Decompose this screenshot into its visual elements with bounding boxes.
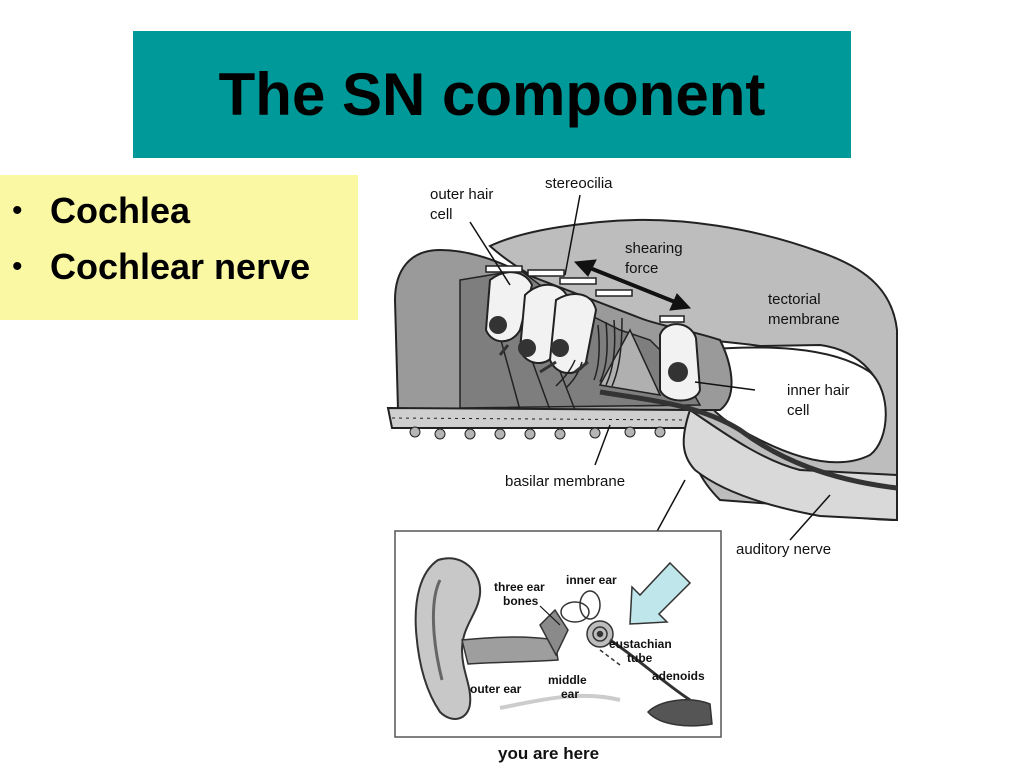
middle-inner-ear-structures — [539, 590, 713, 727]
label-stereocilia: stereocilia — [545, 175, 613, 192]
label-shearing-force: force — [625, 260, 658, 277]
label-basilar-membrane: basilar membrane — [505, 473, 625, 490]
outer-hair-cell-nucleus — [518, 339, 536, 357]
label-eustachian-tube: tube — [627, 651, 653, 665]
label-three-ear-bones: three ear — [494, 580, 545, 594]
label-outer-hair-cell: outer hair — [430, 186, 493, 203]
label-inner-hair-cell: inner hair — [787, 382, 850, 399]
label-inner-ear: inner ear — [566, 573, 617, 587]
label-eustachian-tube: eustachian — [609, 637, 672, 651]
outer-hair-cell-nucleus — [551, 339, 569, 357]
bullet-box: • Cochlea • Cochlear nerve — [0, 175, 358, 320]
shearing-force-arrow-icon — [573, 259, 692, 311]
label-outer-hair-cell: cell — [430, 206, 453, 223]
slide-title: The SN component — [218, 61, 766, 128]
label-auditory-nerve: auditory nerve — [736, 541, 831, 558]
bullet-item-cochlea: • Cochlea — [0, 183, 358, 239]
bullet-list: • Cochlea • Cochlear nerve — [0, 183, 358, 295]
label-inner-hair-cell: cell — [787, 402, 810, 419]
ear-canal-shape — [461, 636, 559, 665]
bullet-item-cochlear-nerve: • Cochlear nerve — [0, 239, 358, 295]
label-tectorial-membrane: membrane — [768, 311, 840, 328]
bullet-dot-icon: • — [12, 250, 23, 283]
auditory-nerve-bundle — [682, 408, 898, 522]
label-shearing-force: shearing — [625, 240, 683, 257]
outer-ear-pinna-icon — [414, 557, 482, 720]
inner-hair-cell-nucleus — [668, 362, 688, 382]
basilar-membrane-beads — [409, 426, 666, 440]
title-banner: The SN component — [133, 31, 851, 158]
organ-of-corti-illustration: outer hair cell stereocilia shearing for… — [386, 175, 898, 637]
outer-hair-cell-nucleus — [489, 316, 507, 334]
label-middle-ear: ear — [561, 687, 579, 701]
bullet-text: Cochlear nerve — [50, 246, 311, 287]
nerve-fiber-fan — [555, 317, 623, 389]
you-are-here-arrow-icon — [629, 561, 692, 625]
ear-inset: inner ear three ear bones eustachian tub… — [394, 530, 722, 738]
label-middle-ear: middle — [548, 673, 587, 687]
label-three-ear-bones: bones — [503, 594, 539, 608]
stereocilia-bars — [485, 265, 685, 323]
label-outer-ear: outer ear — [470, 682, 522, 696]
caption-you-are-here: you are here — [498, 744, 599, 763]
bones-leader-line — [539, 605, 561, 626]
bullet-dot-icon: • — [12, 194, 23, 227]
bullet-text: Cochlea — [50, 190, 191, 231]
label-adenoids: adenoids — [652, 669, 705, 683]
label-tectorial-membrane: tectorial — [768, 291, 821, 308]
